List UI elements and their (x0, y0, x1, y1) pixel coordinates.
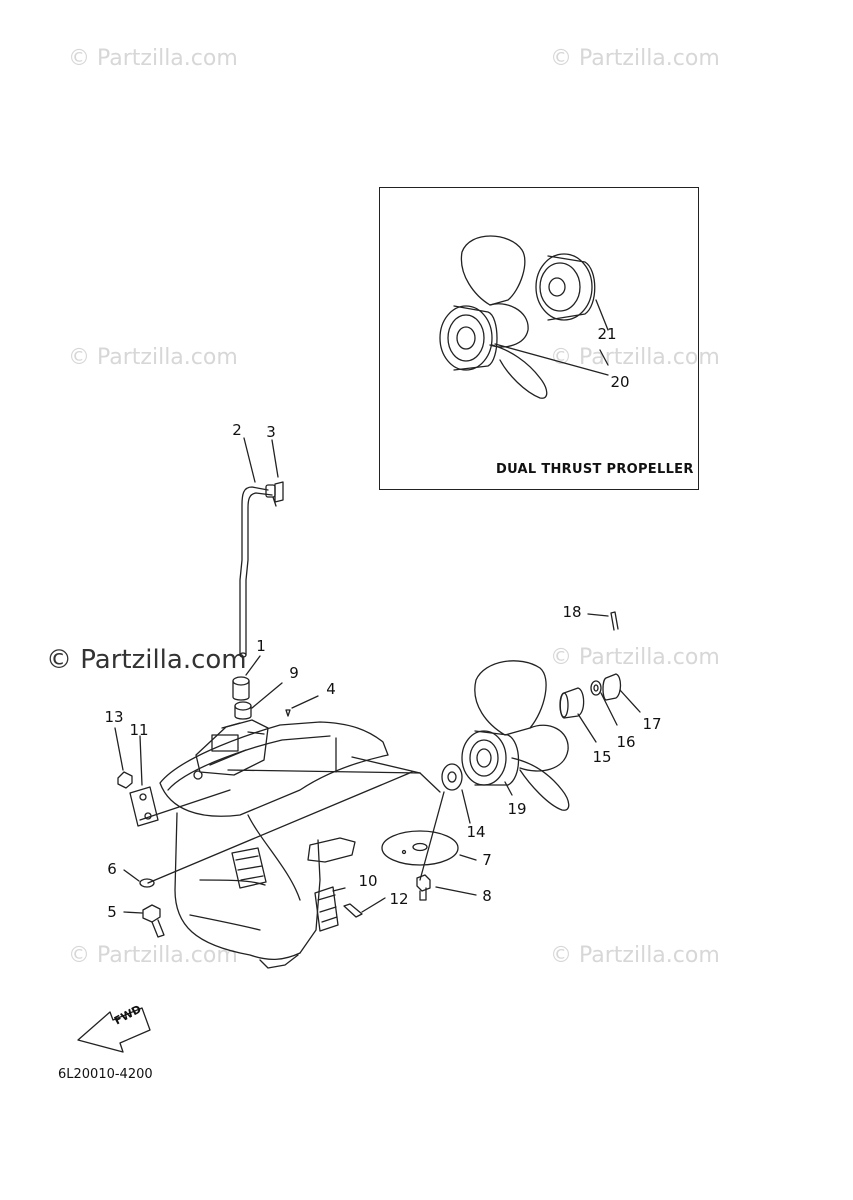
watermark: © Partzilla.com (550, 345, 720, 370)
callout-17: 17 (642, 715, 662, 733)
callout-4: 4 (326, 680, 336, 698)
water-tube-drawing (232, 437, 319, 720)
fwd-arrow-icon (77, 1007, 151, 1053)
plate-drawing (381, 763, 477, 901)
callout-7: 7 (482, 851, 492, 869)
bolt-washer-drawing (123, 869, 165, 938)
callout-12: 12 (389, 890, 409, 908)
callout-21: 21 (597, 325, 617, 343)
callout-13: 13 (104, 708, 124, 726)
propeller-drawing (461, 660, 570, 811)
watermark: © Partzilla.com (550, 943, 720, 968)
prop-hardware-drawing (559, 611, 641, 743)
callout-18: 18 (562, 603, 582, 621)
callout-16: 16 (616, 733, 636, 751)
watermark: © Partzilla.com (68, 943, 238, 968)
diagram-code: 6L20010-4200 (58, 1067, 153, 1082)
callout-8: 8 (482, 887, 492, 905)
callout-3: 3 (266, 423, 276, 441)
watermark: © Partzilla.com (68, 46, 238, 71)
callout-15: 15 (592, 748, 612, 766)
watermark: © Partzilla.com (550, 46, 720, 71)
propeller-inset-drawing (439, 235, 609, 399)
watermark: © Partzilla.com (550, 645, 720, 670)
lower-casing-drawing (139, 719, 445, 969)
callout-20: 20 (610, 373, 630, 391)
callout-1: 1 (256, 637, 266, 655)
dual-thrust-inset (379, 187, 699, 490)
callout-6: 6 (107, 860, 117, 878)
inset-title: DUAL THRUST PROPELLER (496, 462, 694, 477)
callout-11: 11 (129, 721, 149, 739)
callout-9: 9 (289, 664, 299, 682)
callout-2: 2 (232, 421, 242, 439)
anode-10-drawing (314, 886, 386, 932)
callout-5: 5 (107, 903, 117, 921)
callout-10: 10 (358, 872, 378, 890)
callout-19: 19 (507, 800, 527, 818)
callout-14: 14 (466, 823, 486, 841)
watermark: © Partzilla.com (68, 345, 238, 370)
watermark-strong: © Partzilla.com (46, 645, 247, 675)
anode-drawing (114, 727, 159, 827)
